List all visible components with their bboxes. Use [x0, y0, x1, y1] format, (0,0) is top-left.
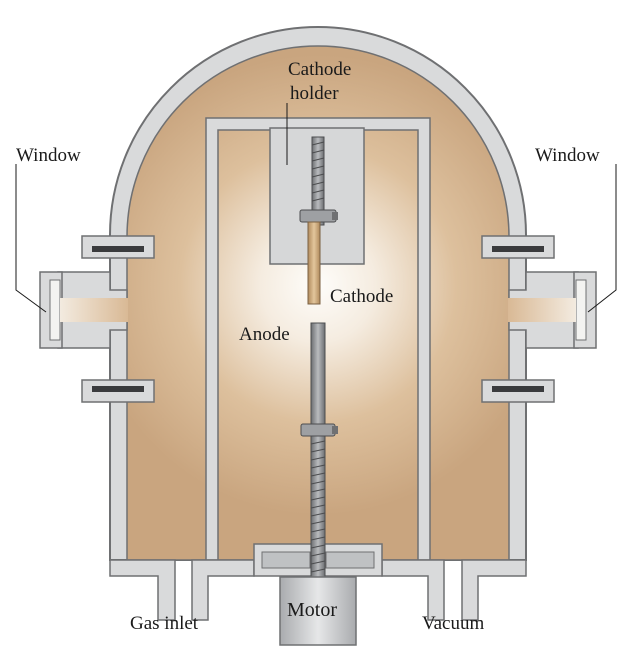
anode-label: Anode [239, 324, 290, 345]
cathode-screw [299, 136, 338, 226]
right-port-assembly [481, 235, 597, 403]
window-right-label: Window [535, 145, 600, 166]
cathode-holder-label-line2: holder [290, 83, 339, 104]
motor-label: Motor [287, 599, 337, 621]
window-right-leader [587, 164, 617, 313]
anode-rod [300, 322, 338, 581]
cathode-label: Cathode [330, 286, 393, 307]
gas-inlet-label: Gas inlet [130, 613, 199, 634]
left-port-assembly [39, 235, 155, 403]
cathode-holder-label-line1: Cathode [288, 59, 351, 80]
window-left-leader [15, 164, 47, 313]
cathode-rod [307, 221, 321, 305]
window-left-label: Window [16, 145, 81, 166]
motor-housing [279, 576, 357, 646]
vacuum-label: Vacuum [422, 613, 484, 634]
